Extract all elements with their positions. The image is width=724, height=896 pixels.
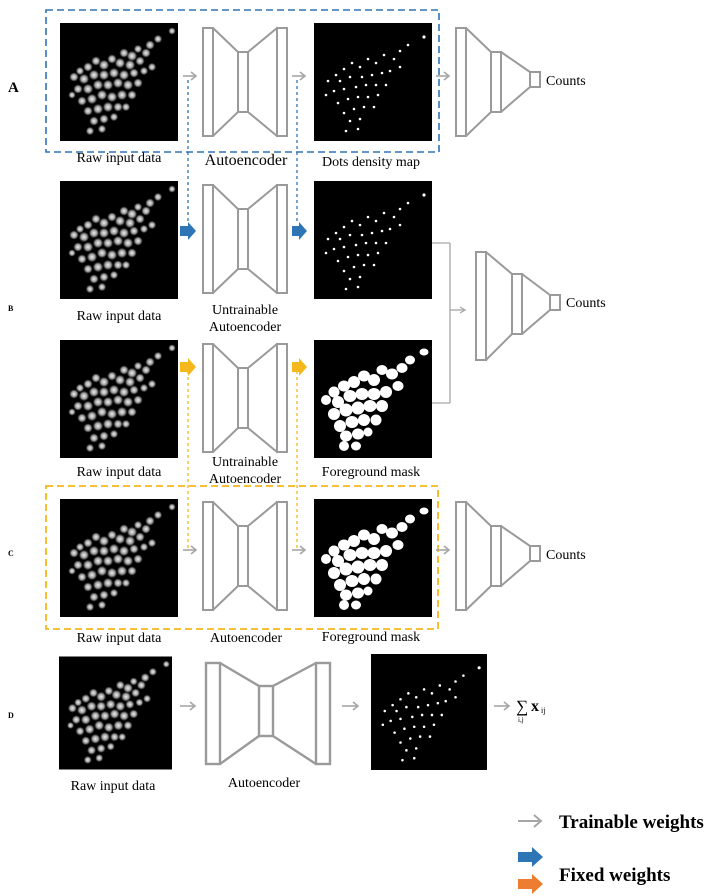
row-b-counts-label: Counts xyxy=(566,296,606,311)
row-a-model-caption: Autoencoder xyxy=(205,152,288,169)
row-c-counter-network-icon xyxy=(455,501,541,611)
row-d-input-caption: Raw input data xyxy=(71,779,157,794)
row-b-model2-caption-line2: Autoencoder xyxy=(209,472,282,487)
row-c-trainable-arrow-3 xyxy=(436,545,451,555)
row-b-fixed-arrow-blue-1 xyxy=(180,222,196,240)
row-c-raw-image xyxy=(60,499,178,617)
row-b-dots-image xyxy=(314,181,432,299)
row-b-model1-caption-line1: Untrainable xyxy=(212,303,278,318)
row-b-input2-caption: Raw input data xyxy=(77,465,163,480)
row-b-fixed-arrow-orange-1 xyxy=(180,358,196,376)
sum-variable: x xyxy=(531,698,539,715)
row-b-output2-caption: Foreground mask xyxy=(322,465,420,480)
row-b-fixed-arrow-orange-2 xyxy=(292,358,307,376)
row-a-letter: A xyxy=(8,80,19,96)
row-c-mask-image xyxy=(314,499,432,617)
row-c-highlight-box xyxy=(45,485,439,630)
row-b-letter: B xyxy=(8,304,14,313)
row-a-output-caption: Dots density map xyxy=(322,155,420,170)
legend-fixed-label: Fixed weights xyxy=(559,865,670,886)
row-c-trainable-arrow-1 xyxy=(183,545,198,555)
row-d-sum-formula: ∑ x ij i,j xyxy=(516,697,545,724)
row-b-input1-caption: Raw input data xyxy=(77,309,163,324)
row-b-mask-image xyxy=(314,340,432,458)
row-c-autoencoder-icon xyxy=(202,501,288,611)
sum-symbol: ∑ xyxy=(516,697,528,716)
row-b-autoencoder-icon-2 xyxy=(202,343,288,453)
legend-trainable-label: Trainable weights xyxy=(559,812,704,833)
row-a-trainable-arrow-3 xyxy=(436,71,451,81)
row-a-input-caption: Raw input data xyxy=(77,151,163,166)
row-a-dots-image xyxy=(314,23,432,141)
row-b-merge-connector xyxy=(432,242,467,404)
row-c-model-caption: Autoencoder xyxy=(210,631,283,646)
legend-fixed-arrow-orange-icon xyxy=(518,874,543,894)
row-d-trainable-arrow-2 xyxy=(342,701,360,711)
row-a-raw-image xyxy=(60,23,178,141)
row-c-trainable-arrow-2 xyxy=(292,545,307,555)
row-a-highlight-box xyxy=(45,9,440,153)
row-a-autoencoder-icon xyxy=(202,27,288,137)
row-b-raw-image-1 xyxy=(60,181,178,299)
sum-under-index: i,j xyxy=(518,716,524,724)
row-d-autoencoder-icon xyxy=(204,661,332,766)
row-a-counts-label: Counts xyxy=(546,74,586,89)
row-d-dots-image xyxy=(371,654,487,770)
row-a-trainable-arrow-2 xyxy=(292,71,307,81)
row-b-model2-caption-line1: Untrainable xyxy=(212,455,278,470)
row-c-counts-label: Counts xyxy=(546,548,586,563)
legend-fixed-arrow-blue-icon xyxy=(518,847,543,867)
row-d-trainable-arrow-1 xyxy=(180,701,197,711)
legend-trainable-arrow-icon xyxy=(518,814,543,828)
legend: Trainable weights Fixed weights xyxy=(518,812,704,894)
row-d-raw-image xyxy=(59,656,172,770)
row-b-counter-network-icon xyxy=(475,251,561,361)
row-d-letter: D xyxy=(8,711,14,720)
row-c-output-caption: Foreground mask xyxy=(322,630,420,645)
row-a-trainable-arrow-1 xyxy=(183,71,198,81)
row-b-fixed-arrow-blue-2 xyxy=(292,222,307,240)
row-d-model-caption: Autoencoder xyxy=(228,776,301,791)
sum-subscript: ij xyxy=(541,706,545,715)
row-c-input-caption: Raw input data xyxy=(77,631,163,646)
row-d-trainable-arrow-3 xyxy=(494,701,511,711)
row-b-raw-image-2 xyxy=(60,340,178,458)
row-a-counter-network-icon xyxy=(455,27,541,137)
row-c-letter: C xyxy=(8,549,14,558)
row-b-autoencoder-icon-1 xyxy=(202,184,288,294)
row-b-model1-caption-line2: Autoencoder xyxy=(209,320,282,335)
